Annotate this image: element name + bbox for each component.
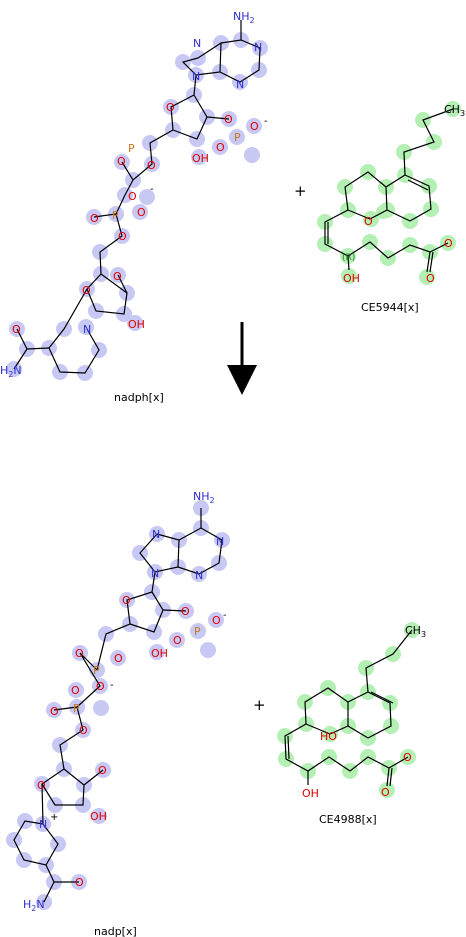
atom-oh-44: OH: [192, 152, 209, 165]
atom-oh-56: OH: [343, 272, 360, 285]
nadp-molecule: [6, 500, 230, 910]
nadp-caption: nadp[x]: [94, 925, 137, 937]
atom-p-15: P: [112, 209, 119, 222]
atom-oh-56-b: OH: [302, 787, 319, 800]
atom-n-27: N: [192, 70, 200, 83]
atom-n-32-b: N: [216, 535, 224, 548]
atom-n-29: N: [193, 37, 201, 50]
amine-label: NH2: [233, 10, 255, 25]
atom-o-38-b: O: [181, 605, 190, 618]
atom-o-49-b: O: [381, 786, 390, 799]
amide-label-bottom: H2N: [23, 898, 45, 913]
nadph-atom-labels: NH2 N N N N O O P O O OH P O O O P O O O…: [0, 10, 268, 379]
atom-o-17-b: O: [96, 680, 105, 693]
atom-o-16: O: [90, 212, 99, 225]
atom-o-17: O: [137, 206, 146, 219]
methyl-label: CH3: [444, 103, 465, 118]
atom-o-41-b: O: [173, 634, 182, 647]
atom-oh-44-b: OH: [151, 647, 168, 660]
atom-oh-48-b: OH: [90, 810, 107, 823]
nadp-atom-labels: NH2 N N N N O O P O O OH P O O O P O O O…: [23, 490, 227, 913]
atom-o-51: O: [444, 237, 453, 250]
stereo-r-label: (R): [342, 253, 355, 263]
ce5944-bonds: [324, 108, 454, 273]
methyl-label-bottom: CH3: [405, 624, 426, 639]
ce4988-molecule: [277, 622, 420, 798]
ce5944-caption: CE5944[x]: [361, 301, 419, 314]
atom-o-1: O: [12, 323, 21, 336]
nadp-highlight: [6, 500, 230, 910]
nadph-molecule: [6, 20, 268, 381]
atom-n-6-b: N: [39, 818, 47, 831]
atom-o-64: O: [364, 215, 373, 228]
amine-label-bottom: NH2: [193, 490, 215, 505]
nadph-bonds: [13, 20, 261, 374]
atom-o-42-b: O: [212, 614, 221, 627]
atom-o-14: O: [118, 230, 127, 243]
atom-o-18: O: [128, 190, 137, 203]
atom-o-18-b: O: [71, 684, 80, 697]
atom-o-38: O: [224, 113, 233, 126]
ce5944-molecule: [317, 101, 461, 285]
atom-o-1-b: O: [75, 876, 84, 889]
atom-o-11: O: [82, 284, 91, 297]
atom-o-14-b: O: [79, 724, 88, 737]
atom-p-39: P: [234, 131, 241, 144]
atom-o-22-b: O: [114, 652, 123, 665]
atom-o-46: O: [113, 270, 122, 283]
atom-p-15-b: P: [73, 702, 80, 715]
atom-n-6: N: [83, 323, 91, 336]
nadp-bonds: [13, 508, 223, 903]
ce4988-bonds: [284, 629, 413, 787]
atom-n-32: N: [254, 41, 262, 54]
atom-o-22: O: [147, 159, 156, 172]
charge-minus-3: -: [110, 680, 114, 691]
atom-p-19-b: P: [93, 664, 100, 677]
charge-minus-1: -: [150, 184, 154, 195]
atom-p-19: P: [128, 142, 135, 155]
atom-o-25: O: [166, 101, 175, 114]
charge-minus-2: -: [264, 116, 268, 127]
atom-o-42: O: [250, 120, 259, 133]
atom-o-25-b: O: [122, 594, 131, 607]
nadph-caption: nadph[x]: [114, 391, 164, 404]
atom-oh-48: OH: [128, 318, 145, 331]
atom-o-20-b: O: [75, 647, 84, 660]
atom-n-34-b: N: [195, 569, 203, 582]
ce5944-atom-labels: CH3 O O O OH (R): [342, 103, 465, 285]
atom-o-46-b: O: [98, 764, 107, 777]
amide-label: H2N: [0, 364, 22, 379]
charge-plus: +: [50, 812, 58, 823]
atom-o-41: O: [216, 141, 225, 154]
ce4988-atom-labels: CH3 HO O O OH: [302, 624, 426, 800]
atom-n-27-b: N: [151, 567, 159, 580]
charge-minus-4: -: [223, 610, 227, 621]
atom-ho-64: HO: [320, 730, 337, 743]
atom-o-16-b: O: [50, 705, 59, 718]
atom-n-34: N: [236, 78, 244, 91]
atom-n-29-b: N: [152, 528, 160, 541]
atom-o-51-b: O: [403, 751, 412, 764]
atom-o-11-b: O: [37, 779, 46, 792]
atom-o-49: O: [426, 272, 435, 285]
atom-o-20: O: [117, 155, 126, 168]
ce4988-caption: CE4988[x]: [319, 813, 377, 826]
plus-sign-bottom: +: [253, 696, 266, 714]
atom-p-39-b: P: [194, 625, 201, 638]
plus-sign-top: +: [294, 182, 307, 200]
